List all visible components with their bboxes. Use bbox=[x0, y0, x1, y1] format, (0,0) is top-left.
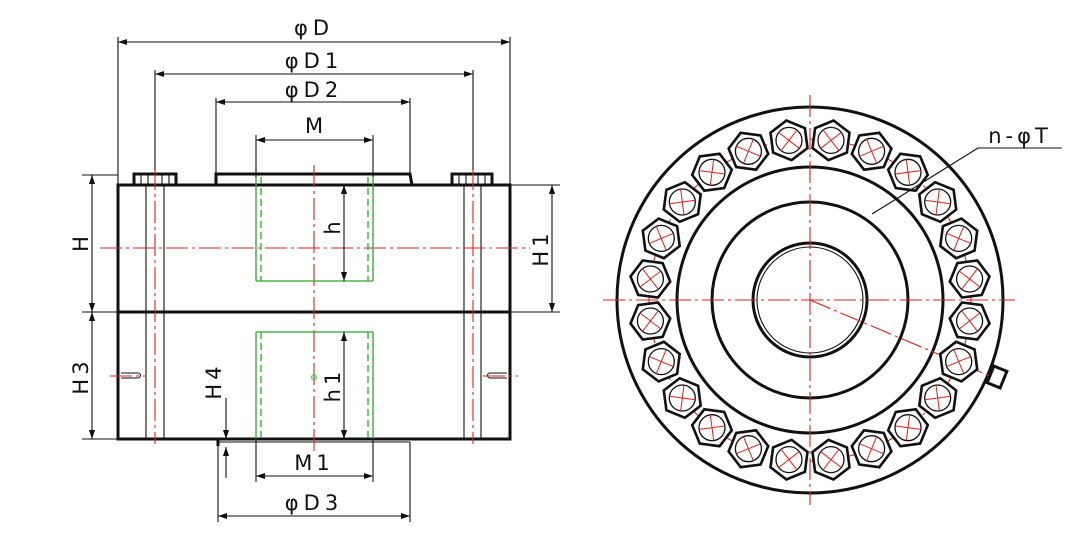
bolt-cross bbox=[742, 436, 754, 461]
label-h1: h1 bbox=[321, 368, 345, 403]
bolt-cross bbox=[935, 189, 940, 215]
center-mark: ⊕ bbox=[310, 373, 318, 383]
bolt bbox=[727, 131, 770, 172]
bolt-cross bbox=[642, 310, 659, 332]
cable-gland bbox=[985, 364, 1009, 390]
bolt bbox=[769, 119, 809, 162]
bolt bbox=[690, 407, 734, 448]
bolt-cross bbox=[961, 268, 978, 290]
bolt bbox=[917, 180, 958, 224]
label-H4: H4 bbox=[202, 362, 226, 399]
bolt bbox=[641, 340, 682, 383]
label-holes: n-φT bbox=[988, 124, 1052, 148]
bolt-cross bbox=[958, 312, 981, 330]
bolt-cross bbox=[736, 145, 761, 157]
bolt-cross bbox=[639, 270, 662, 288]
leader-line bbox=[871, 147, 979, 215]
bolt bbox=[938, 340, 979, 383]
bolt bbox=[690, 152, 734, 193]
bolt bbox=[769, 438, 809, 481]
bolt-cross bbox=[924, 395, 951, 401]
bolt-cross bbox=[953, 226, 965, 251]
bolt-cross bbox=[669, 199, 696, 205]
bolt bbox=[629, 301, 672, 341]
bolt-cross bbox=[895, 425, 921, 430]
bolt-cross bbox=[780, 448, 798, 471]
top-boss bbox=[214, 172, 414, 186]
bolt bbox=[948, 259, 991, 299]
bolt bbox=[938, 217, 979, 260]
bolt-cross bbox=[822, 129, 840, 152]
label-H: H bbox=[69, 236, 93, 252]
bolt bbox=[811, 119, 851, 162]
bolt-cross bbox=[820, 451, 842, 468]
bolt-cross bbox=[649, 232, 674, 244]
bolt-cross bbox=[699, 170, 725, 175]
label-phiD3: φD3 bbox=[285, 491, 343, 515]
bolt-ring bbox=[629, 119, 991, 481]
bolt bbox=[948, 301, 991, 341]
label-h: h bbox=[321, 221, 345, 234]
bolt bbox=[850, 131, 893, 172]
bolt-cross bbox=[680, 385, 685, 411]
bolt bbox=[727, 428, 770, 469]
label-M: M bbox=[305, 114, 323, 138]
bolt bbox=[886, 407, 930, 448]
bolt bbox=[662, 180, 703, 224]
bolt-cross bbox=[866, 139, 878, 164]
top-view: n-φT bbox=[603, 95, 1062, 505]
bolt-cross bbox=[655, 349, 667, 374]
bolt-head-right bbox=[450, 172, 494, 185]
front-view: ⊕ φD φD1 φD2 M H H3 H4 h bbox=[69, 16, 560, 522]
bolt bbox=[641, 217, 682, 260]
label-phiD2: φD2 bbox=[285, 78, 343, 102]
bolt bbox=[662, 376, 703, 420]
bolt-cross bbox=[859, 443, 884, 455]
side-slot-left bbox=[121, 372, 142, 379]
bolt-cross bbox=[778, 132, 800, 149]
bolt bbox=[811, 438, 851, 481]
bolt bbox=[629, 259, 672, 299]
bolt bbox=[886, 152, 930, 193]
bolt-cross bbox=[709, 414, 715, 441]
label-H3: H3 bbox=[69, 357, 93, 394]
bolt bbox=[850, 428, 893, 469]
label-phiD: φD bbox=[294, 16, 334, 40]
label-phiD1: φD1 bbox=[285, 49, 343, 73]
label-M1: M1 bbox=[294, 451, 333, 475]
bolt-cross bbox=[946, 356, 971, 368]
label-H1: H1 bbox=[529, 229, 553, 266]
bolt bbox=[917, 376, 958, 420]
bolt-cross bbox=[905, 159, 911, 186]
